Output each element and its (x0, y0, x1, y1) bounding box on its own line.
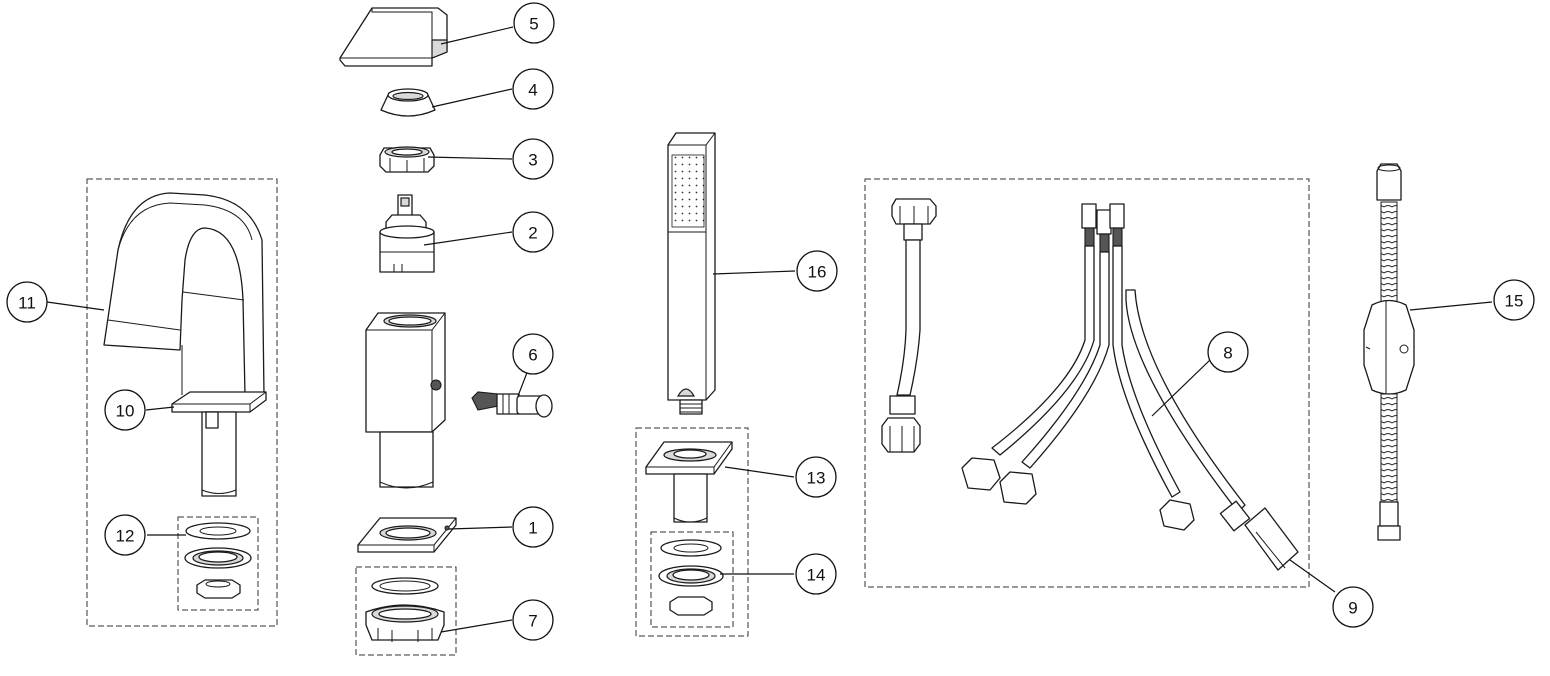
shower-handset-part-16 (667, 132, 716, 415)
leader-8 (1151, 359, 1211, 417)
flexible-hose-single (881, 198, 937, 453)
svg-text:13: 13 (807, 469, 826, 488)
leader-9 (1289, 559, 1336, 593)
svg-text:6: 6 (528, 346, 537, 365)
svg-text:3: 3 (528, 151, 537, 170)
fixing-kit-part-12 (184, 522, 252, 599)
fixing-kit-box-14 (650, 531, 734, 628)
hose-assembly-box (864, 178, 1310, 588)
svg-text:8: 8 (1223, 344, 1232, 363)
handset-holder-part-13 (645, 441, 733, 523)
callout-11: 11 (6, 281, 48, 323)
base-plate-part-1 (357, 517, 457, 553)
leader-10 (145, 406, 175, 411)
spout-base-part-10 (171, 391, 267, 497)
callout-7: 7 (512, 599, 554, 641)
leader-4 (431, 88, 513, 108)
mixer-body (365, 312, 446, 489)
leader-15 (1409, 301, 1493, 311)
shower-hose-part-15 (1363, 163, 1415, 541)
svg-text:7: 7 (528, 612, 537, 631)
callout-16: 16 (796, 250, 838, 292)
leader-16 (712, 270, 796, 275)
check-valve-part-9 (1219, 500, 1299, 571)
cartridge-part-2 (379, 194, 435, 273)
diverter-part-6 (471, 391, 553, 418)
spout-part-11 (103, 192, 265, 396)
svg-text:15: 15 (1505, 292, 1524, 311)
svg-text:5: 5 (529, 15, 538, 34)
leader-13 (724, 466, 795, 478)
callout-8: 8 (1207, 331, 1249, 373)
svg-text:12: 12 (116, 527, 135, 546)
leader-1 (448, 526, 513, 530)
callout-15: 15 (1493, 279, 1535, 321)
fixing-kit-box-12 (177, 516, 259, 611)
fixing-kit-part-14 (658, 539, 724, 616)
svg-text:9: 9 (1348, 599, 1357, 618)
lever-handle-part-5 (339, 7, 448, 67)
svg-text:14: 14 (807, 566, 826, 585)
leader-3 (427, 156, 513, 160)
callout-10: 10 (104, 389, 146, 431)
spout-assembly-box (86, 178, 278, 627)
callout-3: 3 (512, 138, 554, 180)
leader-5 (440, 26, 514, 45)
svg-text:2: 2 (528, 224, 537, 243)
svg-text:1: 1 (528, 519, 537, 538)
svg-text:11: 11 (18, 294, 36, 313)
fixing-kit-part-7 (365, 577, 445, 642)
callout-6: 6 (512, 333, 554, 375)
leader-2 (423, 231, 513, 246)
leader-11 (46, 301, 105, 311)
callout-4: 4 (512, 68, 554, 110)
callout-9: 9 (1332, 586, 1374, 628)
callout-5: 5 (513, 2, 555, 44)
callout-14: 14 (795, 553, 837, 595)
fixing-kit-box-7 (355, 566, 457, 656)
svg-text:4: 4 (528, 81, 537, 100)
shroud-part-4 (380, 88, 436, 117)
svg-text:16: 16 (808, 263, 827, 282)
svg-text:10: 10 (116, 402, 135, 421)
leader-6 (517, 369, 529, 397)
callout-2: 2 (512, 211, 554, 253)
callout-1: 1 (512, 506, 554, 548)
retaining-nut-part-3 (379, 146, 435, 173)
callout-12: 12 (104, 514, 146, 556)
flexible-hose-group-part-8 (961, 203, 1246, 531)
leader-7 (440, 619, 513, 633)
handset-holder-box (635, 427, 749, 637)
callout-13: 13 (795, 456, 837, 498)
